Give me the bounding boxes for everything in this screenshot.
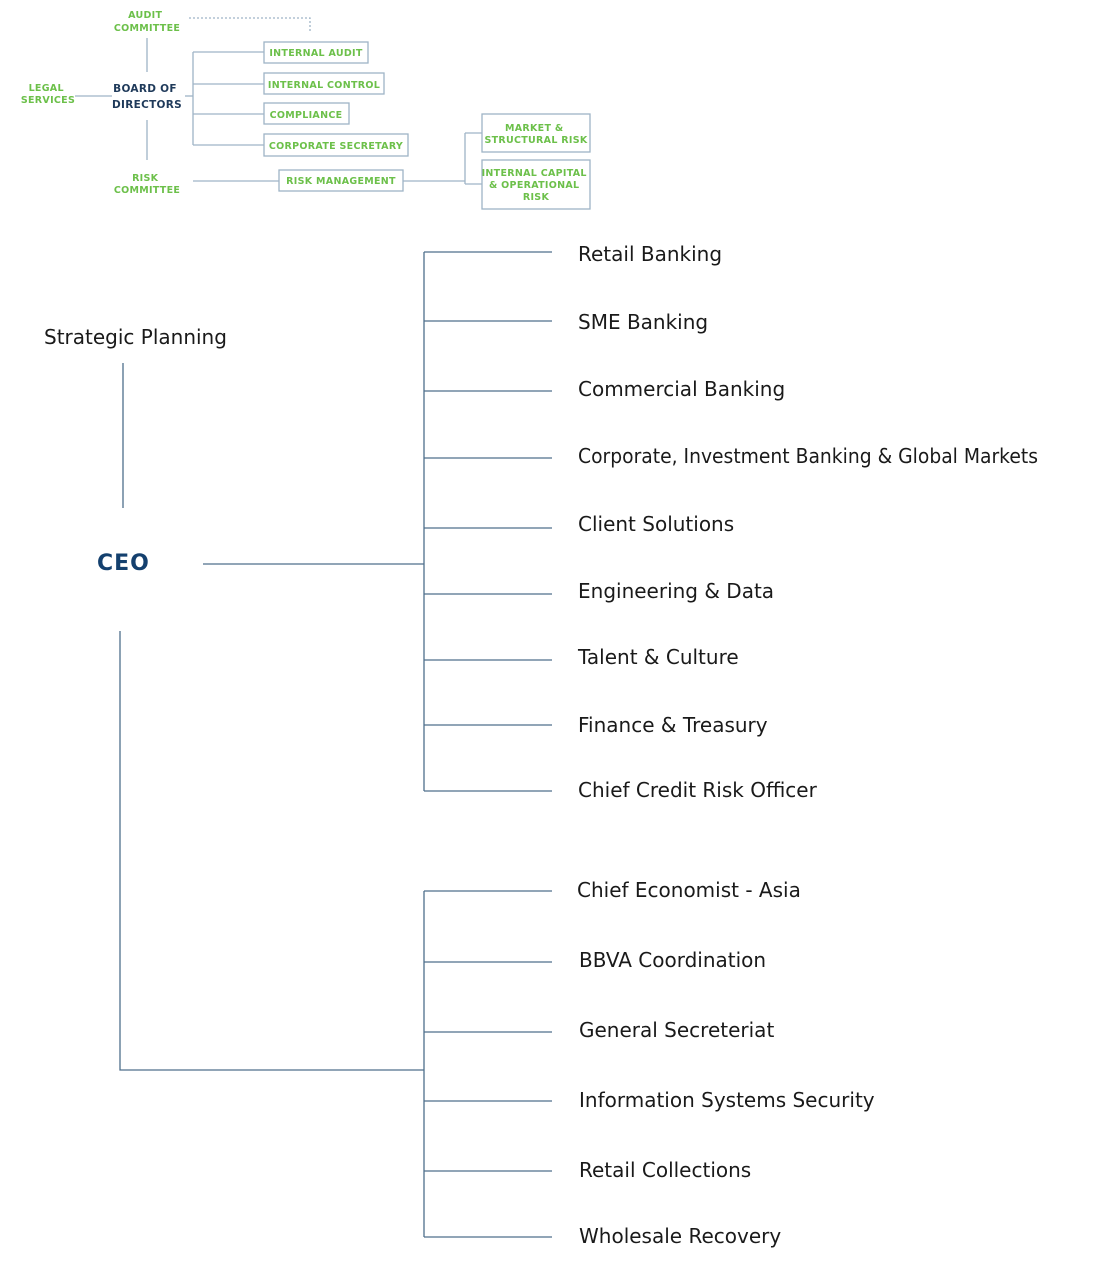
unit-bbva-coordination: BBVA Coordination [579, 948, 766, 972]
unit-sme-banking: SME Banking [578, 310, 708, 334]
unit-talent-culture: Talent & Culture [577, 645, 739, 669]
unit-client-solutions: Client Solutions [578, 512, 734, 536]
governance-structure: AUDIT COMMITTEE LEGAL SERVICES BOARD OF … [21, 10, 591, 210]
internal-capital-operational-risk-box [481, 159, 591, 210]
internal-capital-operational-risk-label: INTERNAL CAPITAL & OPERATIONAL RISK [482, 168, 591, 203]
unit-engineering-data: Engineering & Data [578, 579, 774, 603]
unit-commercial-banking: Commercial Banking [578, 377, 785, 401]
unit-finance-treasury: Finance & Treasury [578, 713, 768, 737]
internal-audit-label: INTERNAL AUDIT [269, 48, 363, 59]
market-structural-risk-label: MARKET & STRUCTURAL RISK [484, 123, 587, 146]
legal-services-label: LEGAL SERVICES [21, 83, 75, 106]
corporate-secretary-label: CORPORATE SECRETARY [269, 141, 403, 152]
risk-management-box [278, 169, 404, 192]
internal-audit-box [263, 41, 369, 64]
unit-cib-global-markets: Corporate, Investment Banking & Global M… [578, 444, 1038, 468]
audit-committee-label: AUDIT COMMITTEE [114, 10, 180, 34]
unit-retail-collections: Retail Collections [579, 1158, 751, 1182]
unit-information-systems-security: Information Systems Security [579, 1088, 875, 1112]
compliance-box [263, 102, 350, 125]
strategic-planning-label: Strategic Planning [44, 325, 227, 349]
board-of-directors-label: BOARD OF DIRECTORS [112, 83, 182, 111]
corporate-secretary-box [263, 133, 409, 157]
internal-control-box [263, 72, 385, 95]
internal-control-label: INTERNAL CONTROL [268, 80, 380, 91]
unit-chief-credit-risk-officer: Chief Credit Risk Officer [578, 778, 818, 802]
compliance-label: COMPLIANCE [270, 110, 343, 121]
risk-management-label: RISK MANAGEMENT [286, 176, 396, 187]
unit-retail-banking: Retail Banking [578, 242, 722, 266]
market-structural-risk-box [481, 113, 591, 153]
ceo-label: CEO [97, 551, 150, 576]
management-structure: Strategic Planning CEO Retail Banking SM… [44, 242, 1038, 1248]
unit-chief-economist-asia: Chief Economist - Asia [577, 878, 801, 902]
risk-committee-label: RISK COMMITTEE [114, 173, 180, 196]
unit-wholesale-recovery: Wholesale Recovery [579, 1224, 781, 1248]
unit-general-secreteriat: General Secreteriat [579, 1018, 774, 1042]
